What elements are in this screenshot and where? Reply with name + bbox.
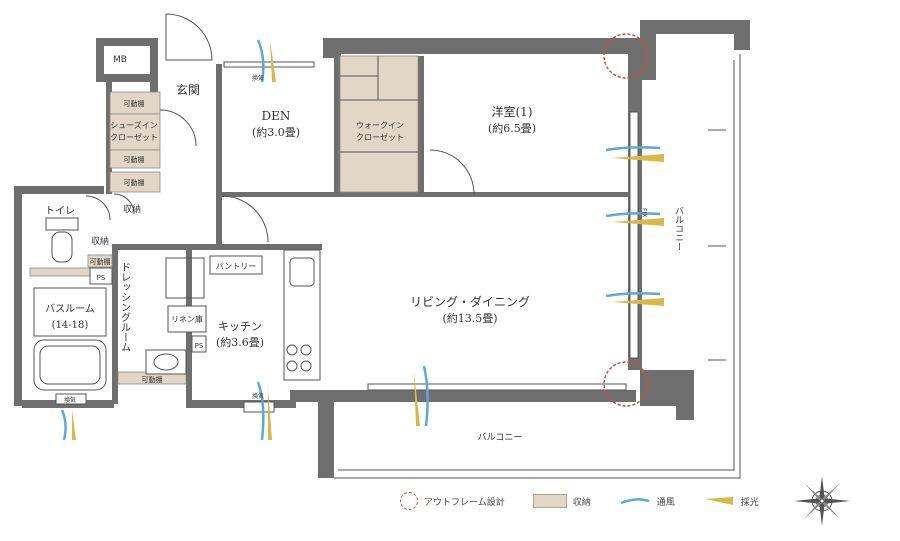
bath-size: (14-18) (52, 320, 89, 331)
legend-ventilation-label: 通風 (656, 497, 675, 508)
entrance-label: 玄関 (176, 82, 200, 97)
western-name: 洋室(1) (492, 104, 533, 119)
fixtures (33, 217, 321, 391)
walkin-label-2: クローゼット (356, 132, 404, 142)
daylight-mark (612, 218, 664, 226)
walkin-label-1: ウォークイン (356, 121, 404, 130)
vent-label: 換気 (64, 396, 76, 404)
ps-label: PS (97, 274, 106, 282)
mb-label: MB (113, 55, 127, 65)
storage-swatch-icon (532, 494, 567, 508)
den-name: DEN (262, 109, 291, 123)
shelf-label: 可動棚 (124, 155, 145, 164)
legend-daylight-label: 採光 (740, 497, 759, 508)
outframe-circle-icon (603, 361, 649, 407)
ps-label: PS (195, 342, 204, 350)
kitchen-name: キッチン (218, 320, 262, 333)
ventilation-mark (256, 39, 265, 83)
shelf-label: 可動棚 (124, 99, 145, 108)
storage-areas (29, 55, 419, 385)
daylight-mark (612, 298, 664, 306)
outframe-circle-icon (400, 492, 418, 510)
ventilation-mark (60, 409, 67, 441)
airflow-marks (60, 39, 664, 441)
balcony-side-label: バルコニー (673, 206, 684, 251)
den-size: (約3.0畳) (252, 125, 300, 139)
balcony-label: バルコニー (478, 432, 523, 443)
windows (55, 61, 639, 413)
compass-icon (794, 476, 850, 526)
fix-label: FIX (641, 208, 648, 217)
storage-label: 収納 (91, 235, 109, 247)
room-labels: MB 玄関 DEN (約3.0畳) ウォークイン クローゼット 洋室(1) (約… (45, 55, 684, 443)
outframe-circle-icon (603, 33, 649, 79)
legend: アウトフレーム設計 収納 通風 採光 (400, 490, 787, 512)
living-size: (約13.5畳) (442, 311, 497, 325)
ventilation-mark (422, 365, 429, 427)
shelf-label: 可動棚 (124, 178, 145, 187)
balcony-outline (334, 54, 741, 479)
doors (85, 13, 475, 243)
ventilation-mark (605, 146, 661, 152)
living-name: リビング・ダイニング (410, 294, 530, 309)
shoes-label-1: シューズイン (110, 120, 158, 130)
ventilation-mark (256, 381, 265, 441)
dressing-label: ドレッシングルーム (119, 262, 131, 352)
legend-storage: 収納 (532, 494, 591, 508)
daylight-mark (414, 372, 420, 426)
ventilation-mark (605, 212, 661, 218)
daylight-mark (270, 40, 276, 82)
ventilation-icon (620, 498, 650, 505)
shelf-label: 可動棚 (142, 375, 163, 384)
legend-ventilation: 通風 (619, 495, 675, 508)
daylight-icon (704, 497, 733, 505)
daylight-mark (268, 388, 272, 440)
daylight-mark (612, 154, 664, 162)
legend-storage-label: 収納 (572, 497, 591, 508)
storage-label: 収納 (123, 203, 141, 215)
shelf-label: 可動棚 (90, 257, 111, 266)
kitchen-size: (約3.6畳) (216, 335, 264, 349)
shoes-label-2: クローゼット (110, 132, 158, 142)
linen-label: リネン庫 (171, 314, 203, 324)
vent-label: 換気 (252, 74, 264, 82)
legend-outframe: アウトフレーム設計 (400, 492, 505, 510)
western-size: (約6.5畳) (488, 121, 536, 135)
legend-daylight: 採光 (703, 495, 759, 508)
ventilation-mark (605, 292, 661, 298)
bath-name: バスルーム (45, 303, 95, 315)
toilet-label: トイレ (45, 206, 75, 217)
pantry-label: パントリー (216, 262, 256, 271)
legend-outframe-label: アウトフレーム設計 (424, 497, 505, 508)
vent-label: 換気 (252, 392, 264, 400)
daylight-mark (72, 410, 76, 440)
